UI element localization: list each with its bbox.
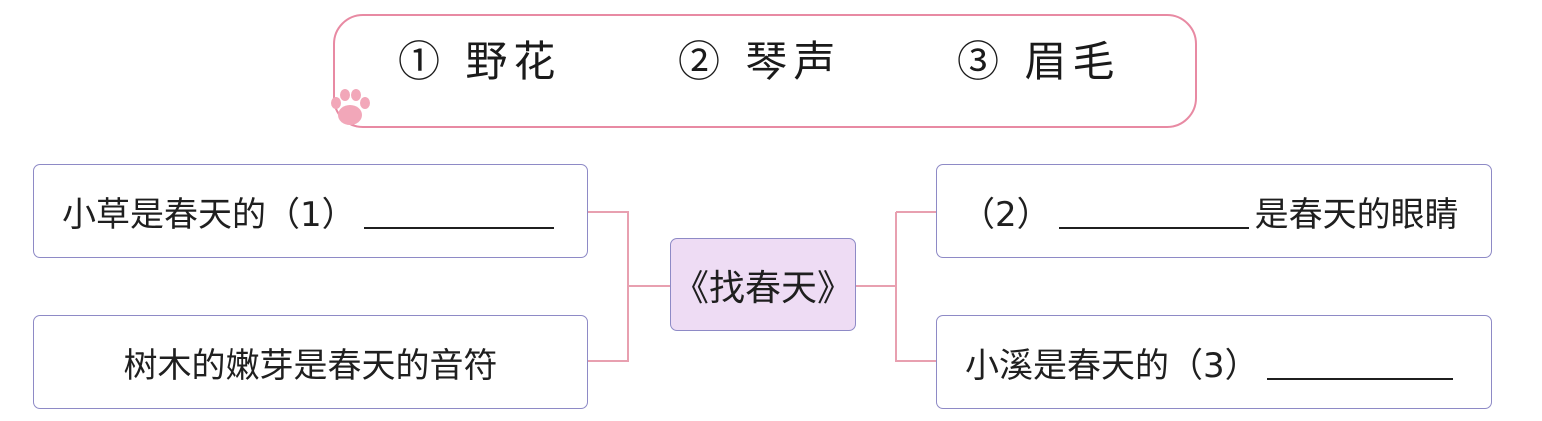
marker-3: ③	[957, 37, 1006, 86]
center-node-title: 《找春天》	[670, 238, 856, 331]
branch-top-right: （2） 是春天的眼睛	[936, 164, 1492, 258]
marker-1: ①	[398, 37, 447, 86]
word-bank-item-1: ① 野花	[398, 34, 561, 90]
paw-print-icon	[331, 89, 370, 125]
word-bank-item-3: ③ 眉毛	[957, 34, 1120, 90]
word-3: 眉毛	[1024, 37, 1121, 86]
branch-top-right-prefix: （2）	[961, 194, 1051, 235]
word-1: 野花	[465, 37, 562, 86]
branch-bottom-right: 小溪是春天的（3）	[936, 315, 1492, 409]
branch-bottom-left-text: 树木的嫩芽是春天的音符	[123, 345, 498, 386]
answer-blank-2[interactable]	[1058, 193, 1249, 229]
branch-top-left: 小草是春天的（1）	[33, 164, 588, 258]
branch-top-right-suffix: 是春天的眼睛	[1254, 194, 1459, 235]
connector-left	[588, 211, 670, 362]
branch-top-left-text: 小草是春天的（1）	[62, 194, 356, 235]
word-bank-item-2: ② 琴声	[678, 34, 841, 90]
connector-right	[856, 211, 936, 362]
word-2: 琴声	[745, 37, 842, 86]
branch-bottom-right-text: 小溪是春天的（3）	[965, 345, 1259, 386]
branch-bottom-left: 树木的嫩芽是春天的音符	[33, 315, 588, 409]
answer-blank-3[interactable]	[1266, 344, 1453, 380]
marker-2: ②	[678, 37, 727, 86]
answer-blank-1[interactable]	[363, 193, 554, 229]
word-bank	[333, 14, 1197, 128]
